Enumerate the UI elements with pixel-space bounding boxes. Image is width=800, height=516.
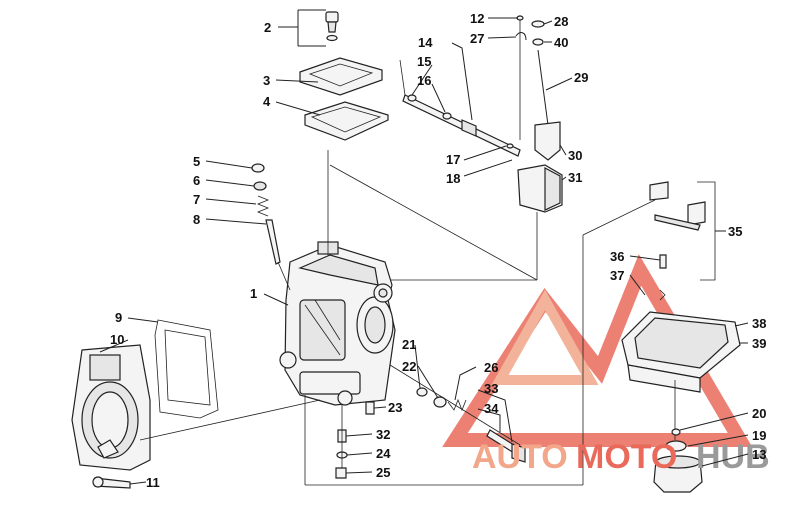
callout-7: 7 [193,192,200,207]
callout-36: 36 [610,249,624,264]
leader-lines [99,9,749,485]
callout-39: 39 [752,336,766,351]
idle-screw-assembly [251,163,291,291]
callout-15: 15 [417,54,431,69]
callout-11: 11 [146,475,160,490]
callout-34: 34 [484,401,499,416]
callout-12: 12 [470,11,484,26]
callout-1: 1 [250,286,257,301]
top-cover-assembly [299,11,389,255]
watermark-moto: MOTO [576,438,677,476]
callout-24: 24 [376,446,391,461]
watermark-logo [442,254,753,447]
callout-17: 17 [446,152,460,167]
watermark-text: AUTO MOTO HUB [472,438,770,476]
callout-18: 18 [446,171,460,186]
callout-22: 22 [402,359,416,374]
callout-35: 35 [728,224,742,239]
callout-26: 26 [484,360,498,375]
callout-20: 20 [752,406,766,421]
intake-flange [71,319,219,471]
callout-3: 3 [263,73,270,88]
callout-8: 8 [193,212,200,227]
throttle-slide-assembly [329,15,563,281]
callout-19: 19 [752,428,766,443]
callout-21: 21 [402,337,416,352]
callout-27: 27 [470,31,484,46]
callout-40: 40 [554,35,568,50]
callout-10: 10 [110,332,124,347]
callout-13: 13 [752,447,766,462]
float-bowl-assembly [582,181,741,493]
callout-37: 37 [610,268,624,283]
callout-32: 32 [376,427,390,442]
callout-14: 14 [418,35,433,50]
callout-labels: 2 3 4 5 6 7 8 1 9 10 11 12 27 14 15 16 1… [110,11,766,490]
callout-33: 33 [484,381,498,396]
callout-29: 29 [574,70,588,85]
flange-screw [92,476,131,489]
callout-28: 28 [554,14,568,29]
drain-screws [304,395,583,486]
carburetor-body [279,241,396,406]
callout-23: 23 [388,400,402,415]
callout-25: 25 [376,465,390,480]
callout-38: 38 [752,316,766,331]
callout-4: 4 [263,94,271,109]
watermark-auto: AUTO [472,438,568,476]
callout-5: 5 [193,154,200,169]
watermark-hub: HUB [696,438,770,476]
callout-2: 2 [264,20,271,35]
callout-31: 31 [568,170,582,185]
callout-9: 9 [115,310,122,325]
callout-6: 6 [193,173,200,188]
throttle-shaft-assembly [399,59,521,157]
callout-16: 16 [417,73,431,88]
main-jet-assembly [389,364,526,463]
callout-30: 30 [568,148,582,163]
